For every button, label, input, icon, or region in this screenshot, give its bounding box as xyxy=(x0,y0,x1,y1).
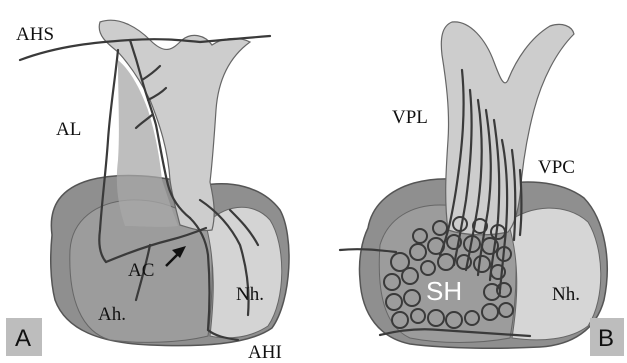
panel-b-neurohypophysis xyxy=(508,208,601,340)
label-sh: SH xyxy=(426,276,462,306)
panel-b: VPL VPC SH Nh. B xyxy=(340,22,624,356)
label-al: AL xyxy=(56,119,81,140)
label-ac: AC xyxy=(128,260,154,281)
panel-a-letter: A xyxy=(15,325,31,352)
label-nh-a: Nh. xyxy=(236,284,264,305)
label-ahi: AHI xyxy=(248,342,282,363)
label-vpl: VPL xyxy=(392,107,428,128)
label-ah: Ah. xyxy=(98,304,126,325)
panel-a-neurohypophysis xyxy=(206,207,282,338)
label-vpc: VPC xyxy=(538,157,575,178)
panel-b-letter: B xyxy=(598,325,614,352)
label-nh-b: Nh. xyxy=(552,284,580,305)
panel-a: AHS AL AC Ah. Nh. AHI A xyxy=(6,20,289,363)
label-ahs: AHS xyxy=(16,24,54,45)
